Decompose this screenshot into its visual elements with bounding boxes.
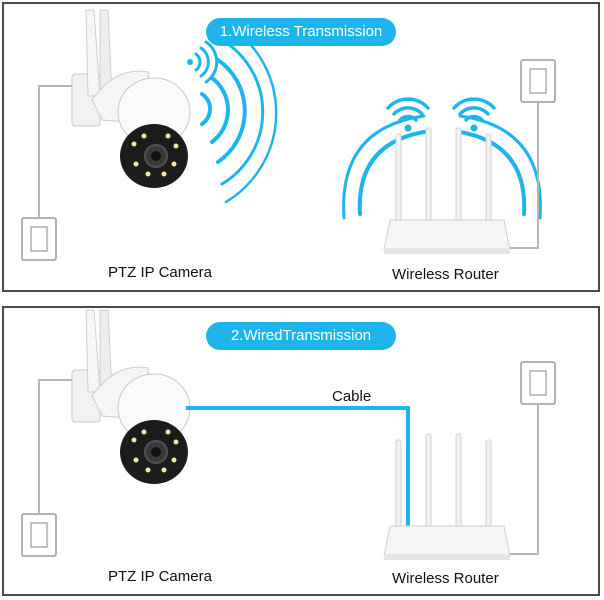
cable-label: Cable bbox=[332, 388, 372, 405]
router-label: Wireless Router bbox=[392, 266, 499, 283]
router-icon bbox=[383, 127, 511, 254]
wifi-signal-icon bbox=[200, 22, 278, 204]
power-cable bbox=[38, 85, 82, 218]
wifi-signal-icon bbox=[452, 97, 496, 132]
camera-label: PTZ IP Camera bbox=[108, 264, 212, 281]
camera-icon bbox=[71, 309, 191, 484]
wired-diagram-art bbox=[21, 309, 556, 560]
wired-transmission-panel: 2.WiredTransmission Cable PTZ IP Camera … bbox=[2, 306, 600, 596]
power-outlet-icon bbox=[21, 217, 57, 261]
power-outlet-icon bbox=[520, 59, 556, 103]
router-label: Wireless Router bbox=[392, 570, 499, 587]
wireless-diagram-art bbox=[21, 9, 556, 261]
panel-title-badge: 1.Wireless Transmission bbox=[206, 18, 396, 46]
camera-icon bbox=[71, 9, 191, 188]
power-outlet-icon bbox=[21, 513, 57, 557]
panel-title-badge: 2.WiredTransmission bbox=[206, 322, 396, 350]
power-cable bbox=[510, 404, 539, 555]
wifi-signal-icon bbox=[187, 40, 219, 84]
wifi-signal-icon bbox=[386, 97, 430, 132]
power-cable bbox=[38, 379, 82, 514]
router-wave-arcs bbox=[342, 114, 542, 220]
network-cable bbox=[186, 406, 410, 536]
wireless-transmission-panel: 1.Wireless Transmission PTZ IP Camera Wi… bbox=[2, 2, 600, 292]
power-cable bbox=[510, 102, 539, 249]
power-outlet-icon bbox=[520, 361, 556, 405]
camera-label: PTZ IP Camera bbox=[108, 568, 212, 585]
router-icon bbox=[383, 433, 511, 560]
